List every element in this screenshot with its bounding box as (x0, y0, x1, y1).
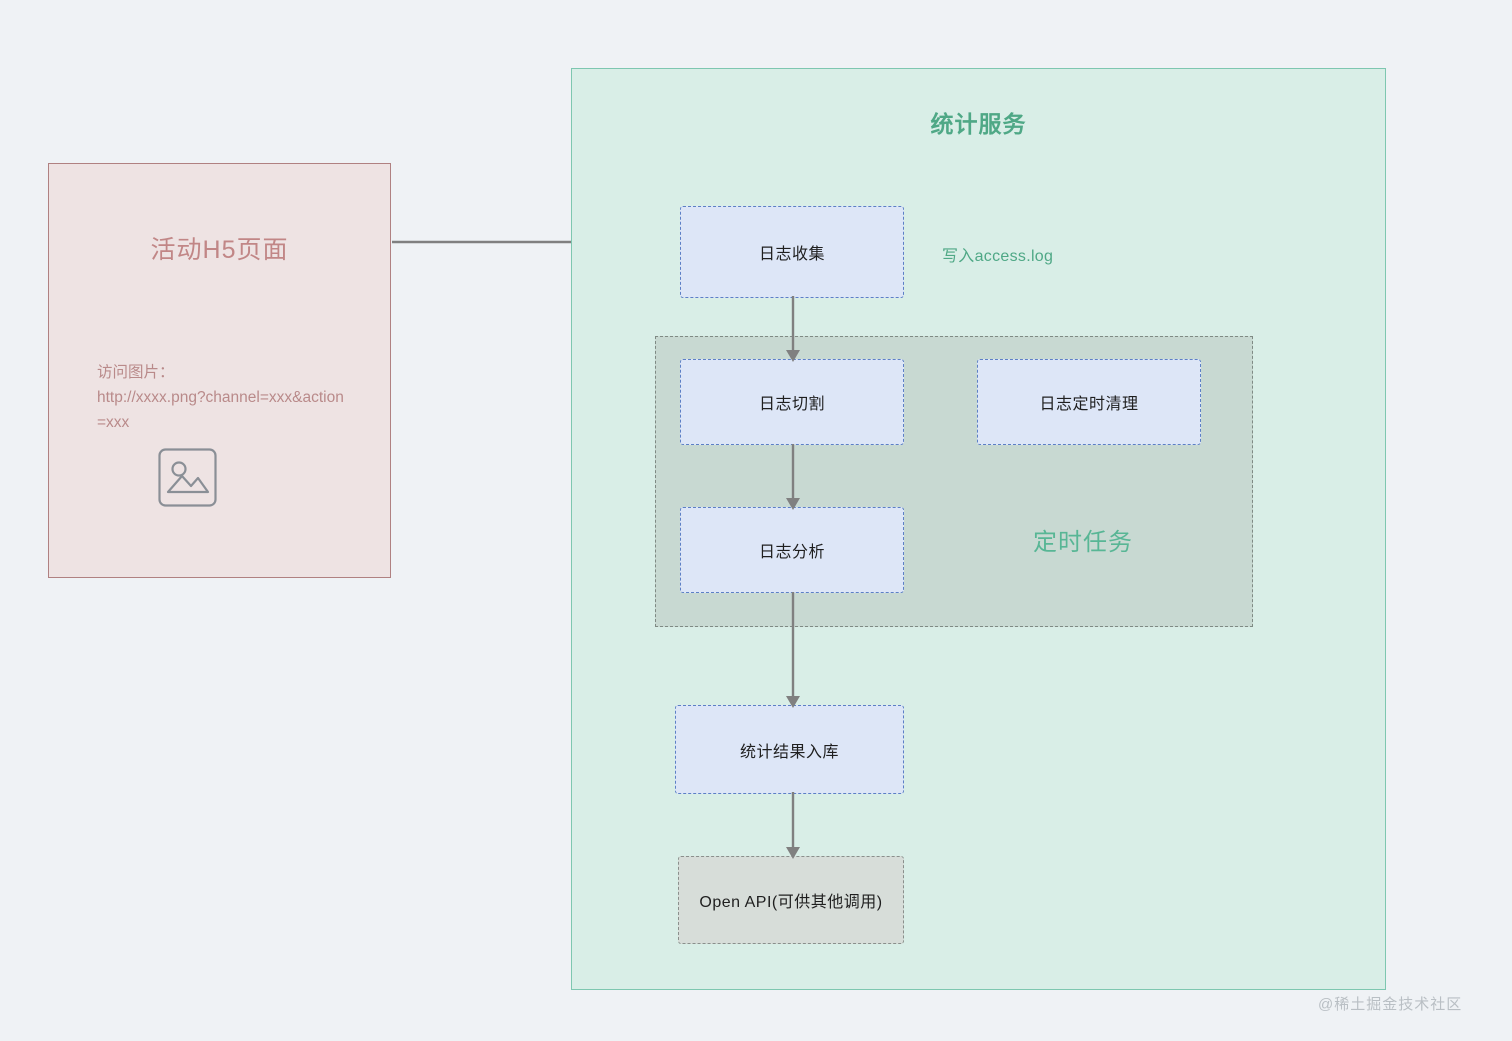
node-log-split-label: 日志切割 (758, 396, 825, 413)
h5-note-url-wrap: n=xxx (97, 389, 344, 431)
node-log-analyze[interactable]: 日志分析 (680, 507, 904, 593)
connector-collect-to-split (786, 296, 800, 362)
h5-access-note: 访问图片： http://xxxx.png?channel=xxx&action… (97, 360, 347, 435)
node-log-collect-label: 日志收集 (758, 246, 825, 263)
node-store-result-label: 统计结果入库 (739, 743, 839, 761)
scheduled-task-label: 定时任务 (1033, 529, 1133, 556)
watermark: @稀土掘金技术社区 (1318, 996, 1463, 1013)
node-log-cleanup[interactable]: 日志定时清理 (977, 359, 1201, 445)
service-panel-title: 统计服务 (930, 111, 1027, 137)
h5-note-url: http://xxxx.png?channel=xxx&actio (97, 389, 336, 406)
connector-store-to-openapi (786, 792, 800, 859)
connector-split-to-analyze (786, 444, 800, 510)
h5-note-label: 访问图片： (97, 364, 175, 381)
h5-page-title: 活动H5页面 (150, 236, 289, 264)
connector-analyze-to-store (786, 592, 800, 708)
node-open-api[interactable]: Open API(可供其他调用) (678, 856, 904, 944)
h5-page-panel: 活动H5页面 访问图片： http://xxxx.png?channel=xxx… (48, 163, 391, 578)
image-placeholder-icon (158, 448, 217, 507)
node-store-result[interactable]: 统计结果入库 (675, 705, 904, 794)
access-log-annotation: 写入access.log (942, 248, 1054, 265)
node-log-split[interactable]: 日志切割 (680, 359, 904, 445)
node-log-collect[interactable]: 日志收集 (680, 206, 904, 298)
node-open-api-label: Open API(可供其他调用) (699, 894, 883, 911)
node-log-cleanup-label: 日志定时清理 (1039, 396, 1139, 413)
node-log-analyze-label: 日志分析 (758, 544, 825, 561)
